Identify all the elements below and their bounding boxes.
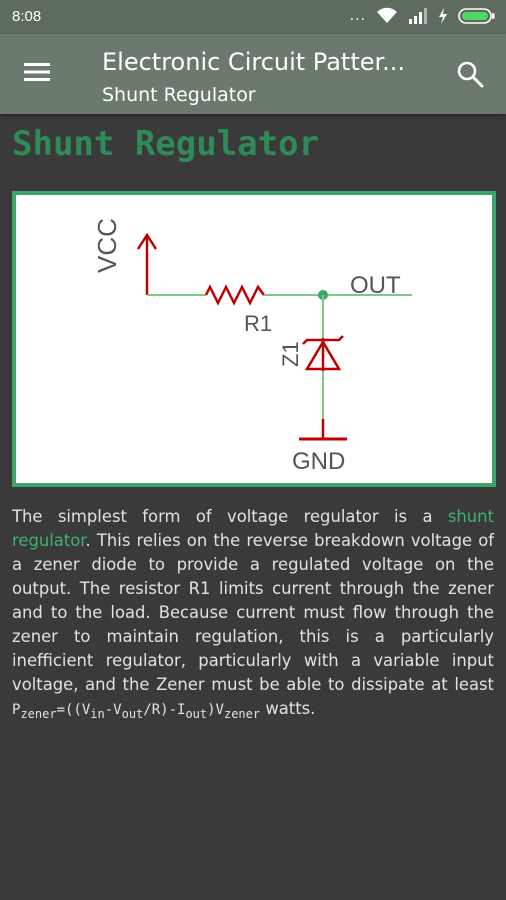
status-icons: ... — [350, 7, 496, 25]
menu-button[interactable] — [22, 60, 58, 90]
more-dots-icon: ... — [349, 8, 366, 24]
formula-eq-open: =((V — [56, 702, 91, 718]
page-heading: Shunt Regulator — [12, 124, 320, 164]
formula-sub-in: in — [90, 706, 105, 721]
signal-icon — [408, 7, 428, 25]
battery-icon — [458, 7, 496, 25]
formula-sub-vzener: zener — [223, 706, 261, 721]
formula-sub-zener: zener — [20, 706, 57, 721]
z1-label: Z1 — [278, 341, 303, 367]
app-title: Electronic Circuit Patter... — [102, 48, 406, 76]
description-tail: watts. — [260, 699, 316, 718]
hamburger-menu-icon — [24, 63, 50, 81]
formula-div-r: /R)-I — [143, 702, 186, 718]
out-label: OUT — [350, 272, 401, 299]
circuit-diagram-svg: VCC R1 OUT Z1 GND — [92, 218, 412, 475]
description-rest: . This relies on the reverse breakdown v… — [12, 531, 494, 694]
app-subtitle: Shunt Regulator — [102, 84, 256, 106]
gnd-label: GND — [292, 448, 345, 475]
description-intro: The simplest form of voltage regulator i… — [12, 507, 448, 526]
description-text: The simplest form of voltage regulator i… — [12, 505, 494, 726]
resistor-r1 — [204, 284, 265, 306]
status-time: 8:08 — [12, 8, 42, 25]
formula-close-v: )V — [207, 702, 224, 718]
formula-minus: -V — [104, 702, 122, 718]
formula-sub-out: out — [121, 706, 144, 721]
formula-sub-iout: out — [185, 706, 208, 721]
app-bar: Electronic Circuit Patter... Shunt Regul… — [0, 34, 506, 114]
formula-p: P — [12, 702, 21, 718]
shunt-regulator-link[interactable]: shunt regulator — [12, 507, 494, 550]
search-button[interactable] — [456, 60, 486, 90]
wifi-icon — [376, 7, 398, 25]
vcc-label: VCC — [92, 218, 122, 273]
search-icon — [457, 61, 484, 88]
r1-label: R1 — [244, 311, 272, 336]
charging-icon — [438, 7, 448, 25]
circuit-diagram: VCC R1 OUT Z1 GND — [12, 191, 496, 487]
status-bar: 8:08 ... — [0, 0, 506, 34]
power-formula: Pzener=((Vin-Vout/R)-Iout)Vzener — [12, 702, 261, 721]
